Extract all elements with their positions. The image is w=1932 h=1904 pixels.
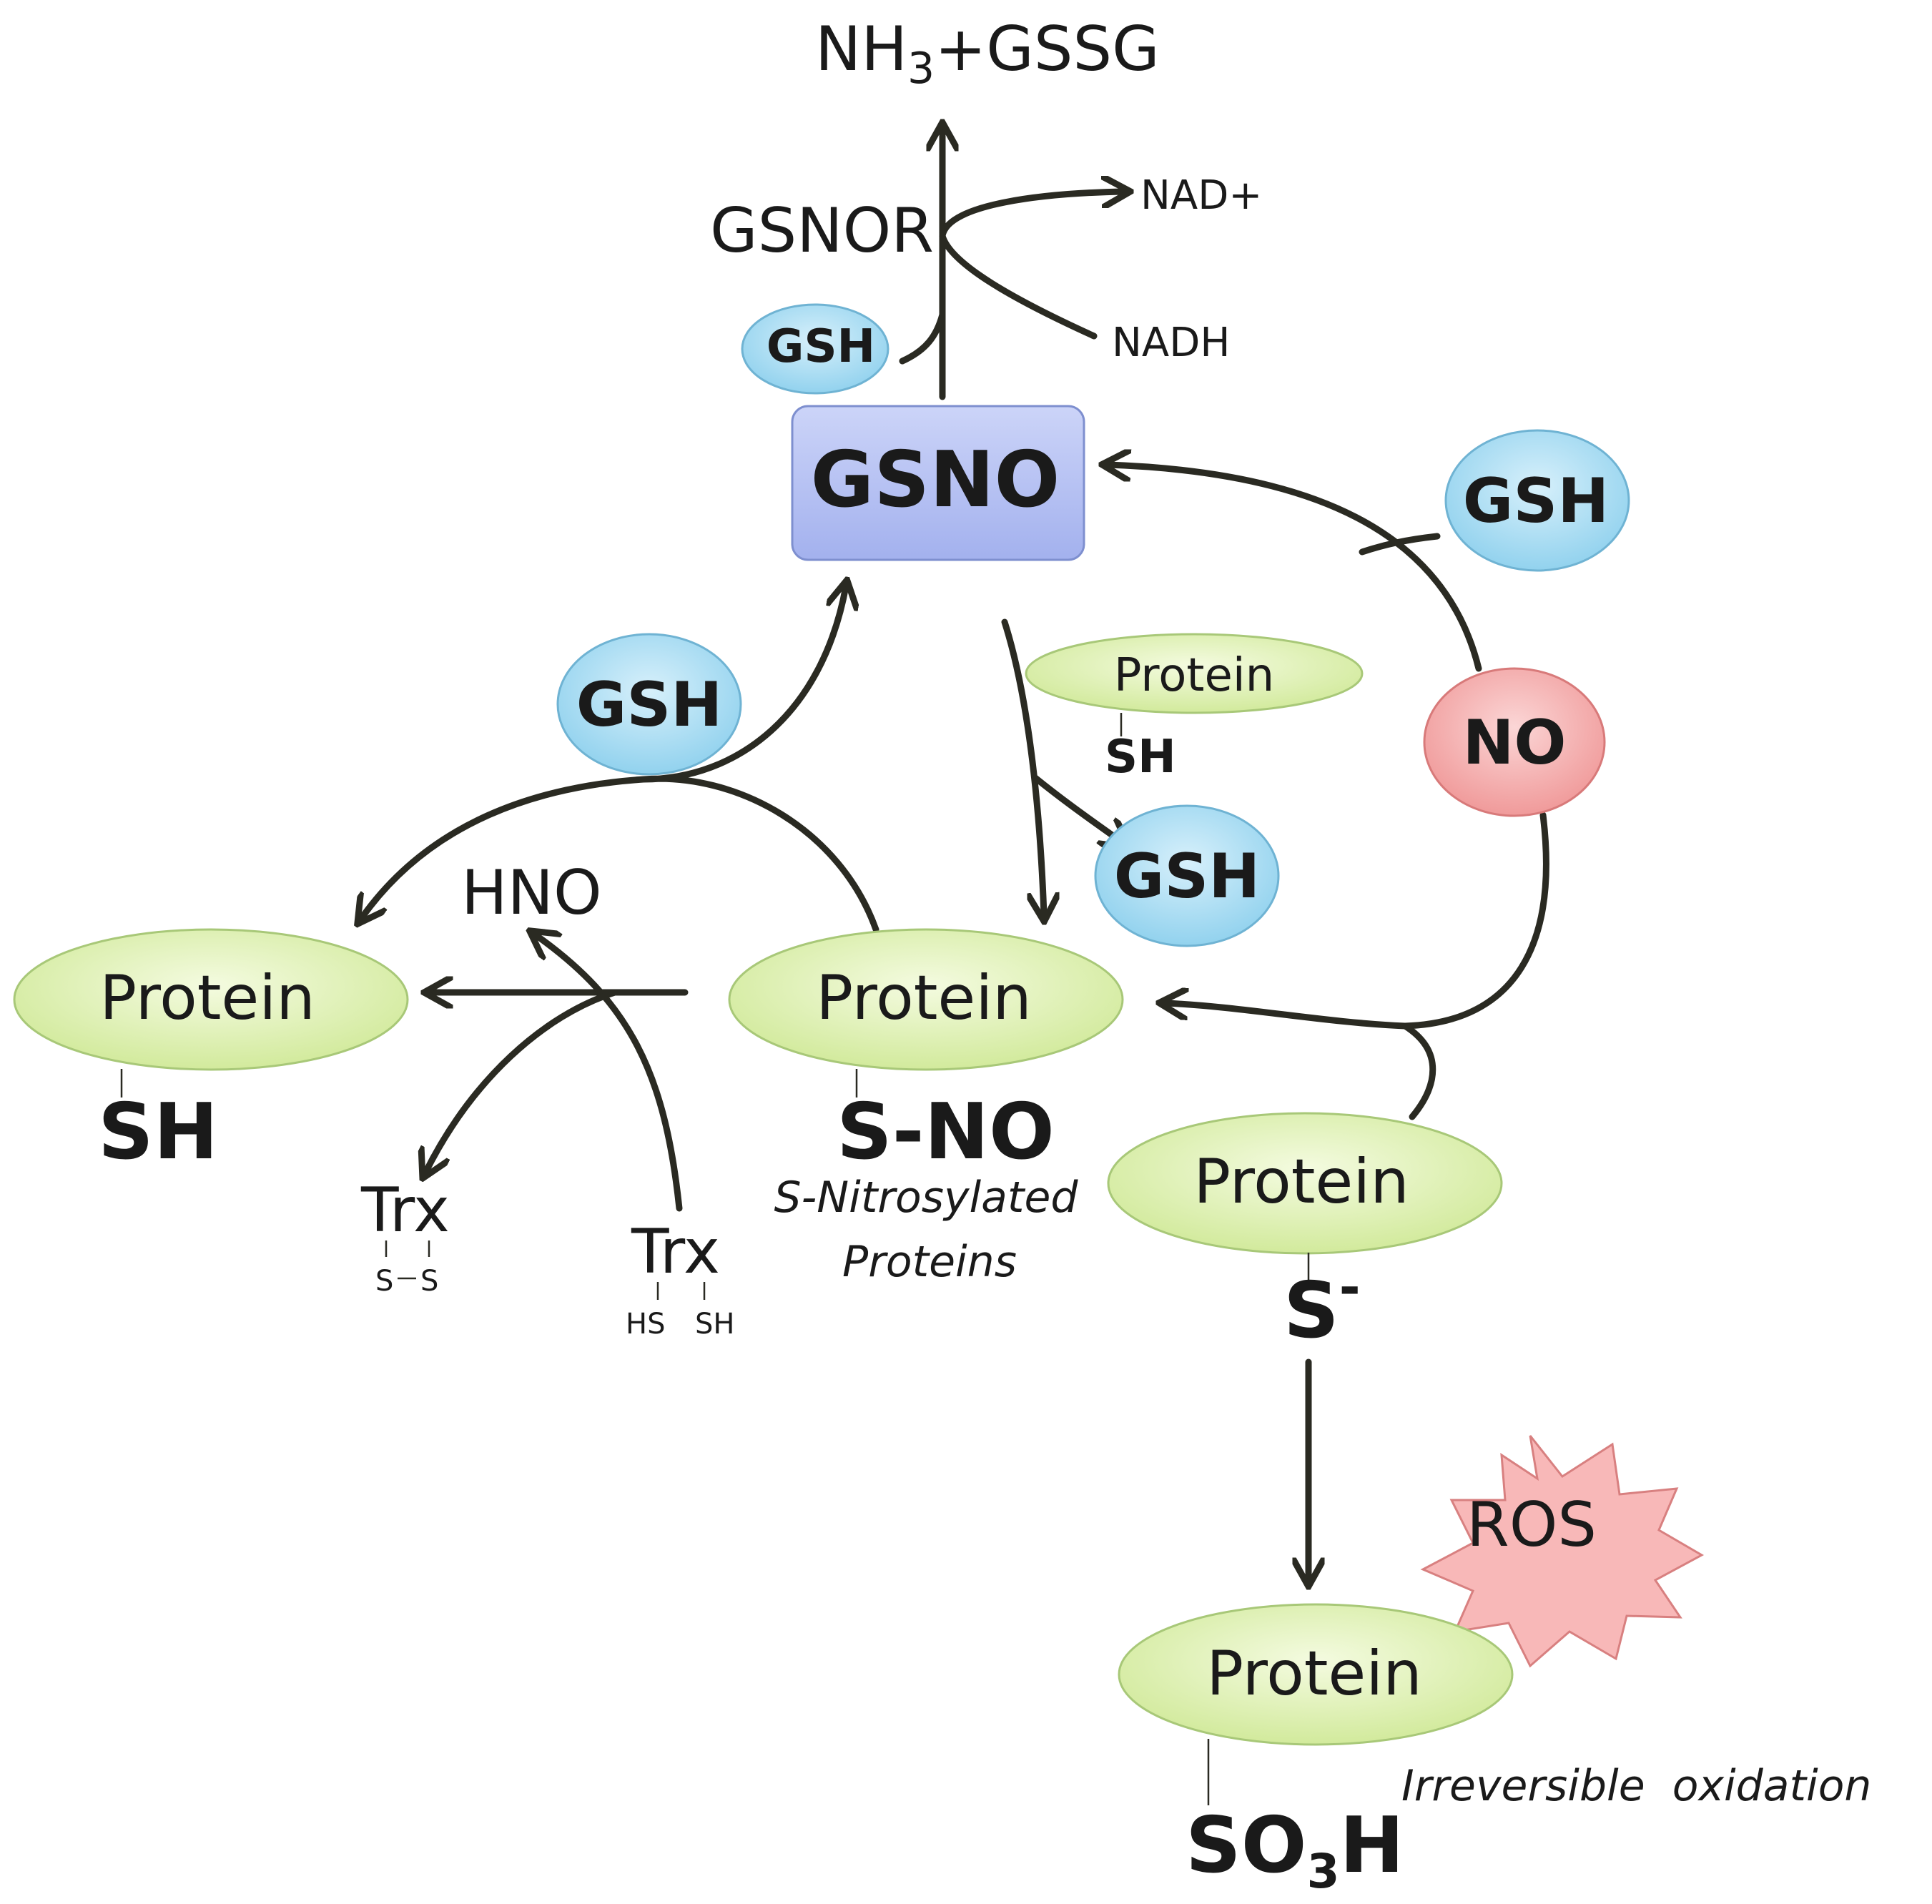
svg-text:GSNO: GSNO — [811, 435, 1060, 525]
svg-text:GSH: GSH — [576, 669, 723, 741]
arrow-no-to-gsno — [1108, 465, 1482, 672]
arrow-protein-sh-to-gsh — [1032, 774, 1124, 844]
gsh-right-node: GSH — [1444, 429, 1630, 572]
svg-text:S-: S- — [1283, 1257, 1361, 1356]
protein-bottom-node: Protein SO3H — [1118, 1603, 1514, 1899]
svg-text:Protein: Protein — [1206, 1638, 1421, 1710]
svg-text:Trx: Trx — [631, 1216, 720, 1288]
arrow-no-to-protein — [1165, 812, 1549, 1030]
ros-node: ROS — [1420, 1435, 1705, 1668]
svg-text:SH: SH — [695, 1308, 734, 1341]
svg-text:Proteins: Proteins — [842, 1237, 1017, 1287]
svg-text:Protein: Protein — [99, 962, 315, 1034]
svg-text:GSH: GSH — [1114, 841, 1261, 912]
svg-text:Protein: Protein — [1114, 649, 1274, 702]
svg-text:S: S — [420, 1265, 438, 1298]
arrow-thiolate-joins — [1401, 1022, 1436, 1120]
protein-sh-small-node: Protein SH — [1025, 633, 1364, 784]
arrow-protein-sno-to-protein-sh — [361, 776, 647, 919]
svg-text:SH: SH — [1105, 731, 1176, 784]
arrow-gsh-joins-no — [1359, 533, 1441, 556]
protein-center-node: Protein S-NO S-Nitrosylated Proteins — [728, 928, 1124, 1287]
trx-oxidized-node: Trx S S — [360, 1175, 450, 1298]
svg-text:S-Nitrosylated: S-Nitrosylated — [774, 1173, 1079, 1223]
gsnor-enzyme-label: GSNOR — [710, 195, 934, 267]
svg-text:SO3H: SO3H — [1186, 1801, 1404, 1899]
irreversible-oxidation-label: Irreversible oxidation — [1401, 1761, 1871, 1811]
svg-text:HS: HS — [626, 1308, 665, 1341]
svg-text:SH: SH — [98, 1087, 218, 1177]
nad-plus-label: NAD+ — [1140, 172, 1262, 219]
products-label: NH3+GSSG — [815, 14, 1160, 94]
arrow-trx-reduced-to-hno — [535, 934, 683, 1212]
svg-text:NO: NO — [1462, 707, 1566, 779]
svg-text:S-NO: S-NO — [837, 1087, 1055, 1177]
no-node: NO — [1423, 667, 1606, 817]
protein-thiolate-node: Protein S- — [1107, 1112, 1503, 1356]
arrow-to-trx-oxidized — [425, 989, 618, 1173]
protein-left-node: Protein SH — [13, 928, 409, 1177]
svg-text:GSH: GSH — [767, 320, 875, 373]
svg-text:Trx: Trx — [360, 1175, 450, 1246]
nadh-label: NADH — [1112, 320, 1230, 366]
arrow-nadh-to-nadplus — [939, 192, 1124, 340]
gsh-mid-node: GSH — [1094, 804, 1280, 947]
arrow-gsh-to-gsnor — [899, 311, 946, 365]
trx-reduced-node: Trx HS SH — [626, 1216, 734, 1341]
svg-text:S: S — [375, 1265, 393, 1298]
gsh-left-node: GSH — [556, 633, 742, 776]
hno-label: HNO — [461, 857, 602, 929]
svg-text:ROS: ROS — [1467, 1489, 1597, 1561]
arrows — [361, 129, 1549, 1580]
arrow-gsno-to-protein-sno — [1001, 618, 1044, 915]
gsh-small-node: GSH — [741, 303, 889, 395]
svg-text:Protein: Protein — [1193, 1146, 1409, 1218]
svg-text:Protein: Protein — [816, 962, 1031, 1034]
gsno-node: GSNO — [791, 405, 1085, 561]
svg-text:GSH: GSH — [1463, 465, 1610, 537]
